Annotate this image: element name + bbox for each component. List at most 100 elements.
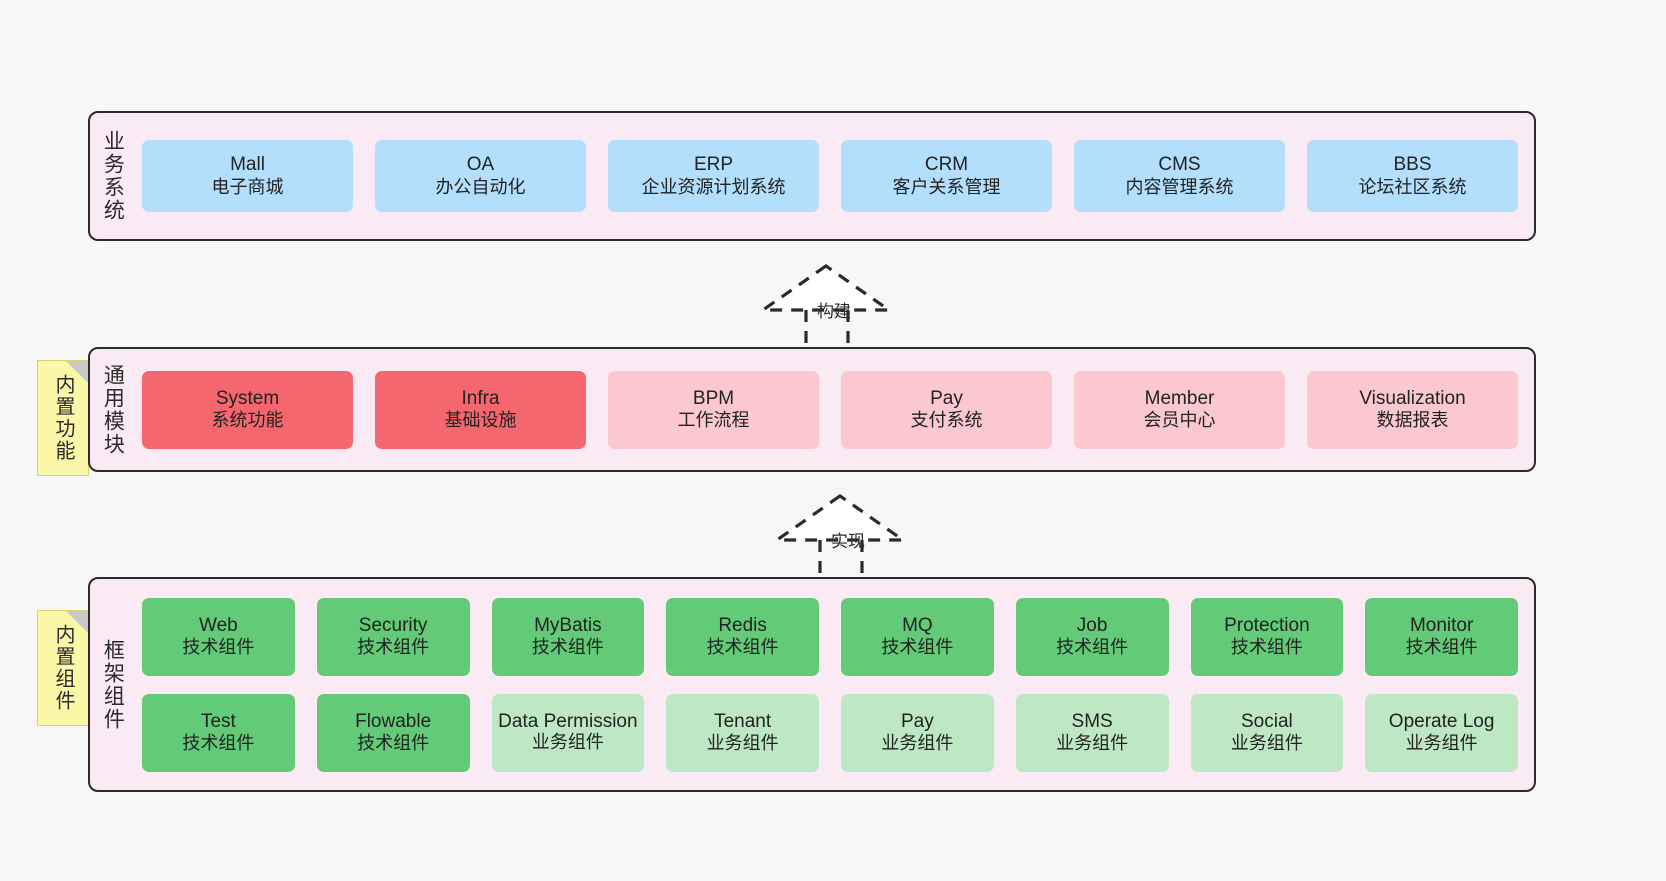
card-title-cn: 客户关系管理 bbox=[892, 176, 1001, 197]
card-row: Web 技术组件 Security 技术组件 MyBatis 技术组件 Redi… bbox=[142, 597, 1518, 676]
card-title-cn: 技术组件 bbox=[357, 637, 430, 658]
card-pay[interactable]: Pay 支付系统 bbox=[841, 370, 1052, 449]
card-title-en: BBS bbox=[1393, 154, 1432, 176]
card-title-en: Member bbox=[1144, 387, 1215, 409]
card-title-en: System bbox=[215, 387, 280, 409]
card-web[interactable]: Web 技术组件 bbox=[142, 597, 295, 676]
card-title-en: Pay bbox=[901, 710, 934, 732]
card-title-cn: 支付系统 bbox=[910, 410, 983, 431]
card-cms[interactable]: CMS 内容管理系统 bbox=[1074, 140, 1285, 212]
card-mq[interactable]: MQ 技术组件 bbox=[841, 597, 994, 676]
card-title-en: CMS bbox=[1158, 154, 1201, 176]
card-title-cn: 技术组件 bbox=[357, 733, 430, 754]
card-title-en: Data Permission bbox=[498, 710, 638, 732]
card-title-cn: 技术组件 bbox=[1405, 637, 1478, 658]
card-title-cn: 业务组件 bbox=[531, 732, 604, 753]
card-infra[interactable]: Infra 基础设施 bbox=[375, 370, 586, 449]
card-title-en: MQ bbox=[902, 614, 933, 636]
card-mall[interactable]: Mall 电子商城 bbox=[142, 140, 353, 212]
connector-label-implement: 实现 bbox=[831, 532, 865, 551]
layer-common-module: 通用模块 System 系统功能 Infra 基础设施 BPM 工作流程 Pay… bbox=[88, 347, 1536, 472]
card-bbs[interactable]: BBS 论坛社区系统 bbox=[1307, 140, 1518, 212]
card-title-en: Flowable bbox=[355, 710, 432, 732]
card-security[interactable]: Security 技术组件 bbox=[316, 597, 470, 676]
card-title-cn: 业务组件 bbox=[1230, 733, 1303, 754]
card-title-cn: 会员中心 bbox=[1143, 410, 1216, 431]
layer-body-framework-component: Web 技术组件 Security 技术组件 MyBatis 技术组件 Redi… bbox=[134, 579, 1534, 790]
card-title-en: CRM bbox=[924, 154, 969, 176]
card-oa[interactable]: OA 办公自动化 bbox=[375, 140, 586, 212]
folded-corner-icon bbox=[66, 611, 88, 633]
card-title-cn: 内容管理系统 bbox=[1125, 176, 1234, 197]
card-title-en: Web bbox=[199, 614, 238, 636]
card-crm[interactable]: CRM 客户关系管理 bbox=[841, 140, 1052, 212]
generalization-arrow-icon bbox=[757, 264, 895, 348]
card-visualization[interactable]: Visualization 数据报表 bbox=[1307, 370, 1518, 449]
sticky-note-builtin-component: 内置组件 bbox=[37, 610, 89, 726]
layer-title-business-system: 业务系统 bbox=[101, 130, 125, 222]
card-title-en: Protection bbox=[1224, 614, 1310, 636]
card-flowable[interactable]: Flowable 技术组件 bbox=[316, 693, 470, 772]
card-protection[interactable]: Protection 技术组件 bbox=[1190, 597, 1344, 676]
generalization-arrow-icon bbox=[771, 494, 909, 578]
card-erp[interactable]: ERP 企业资源计划系统 bbox=[608, 140, 819, 212]
card-system[interactable]: System 系统功能 bbox=[142, 370, 353, 449]
card-tenant[interactable]: Tenant 业务组件 bbox=[666, 693, 819, 772]
card-mybatis[interactable]: MyBatis 技术组件 bbox=[491, 597, 645, 676]
card-pay-business[interactable]: Pay 业务组件 bbox=[841, 693, 994, 772]
card-title-cn: 系统功能 bbox=[211, 410, 284, 431]
card-test[interactable]: Test 技术组件 bbox=[142, 693, 295, 772]
card-title-cn: 技术组件 bbox=[182, 733, 255, 754]
card-title-cn: 业务组件 bbox=[1056, 733, 1129, 754]
card-title-en: Security bbox=[358, 614, 428, 636]
card-title-en: BPM bbox=[692, 387, 735, 409]
card-title-en: Infra bbox=[461, 387, 500, 409]
card-title-cn: 工作流程 bbox=[677, 410, 750, 431]
layer-title-common-module: 通用模块 bbox=[101, 363, 125, 456]
card-social[interactable]: Social 业务组件 bbox=[1190, 693, 1344, 772]
connector-build bbox=[757, 263, 900, 348]
layer-title-framework-component: 框架组件 bbox=[101, 638, 125, 731]
card-title-en: Redis bbox=[718, 614, 767, 636]
card-row: Mall 电子商城 OA 办公自动化 ERP 企业资源计划系统 CRM 客户关系… bbox=[142, 140, 1518, 212]
card-title-cn: 技术组件 bbox=[1056, 637, 1129, 658]
card-row: System 系统功能 Infra 基础设施 BPM 工作流程 Pay 支付系统… bbox=[142, 370, 1518, 449]
card-data-permission[interactable]: Data Permission 业务组件 bbox=[491, 693, 645, 772]
folded-corner-icon bbox=[66, 361, 88, 383]
card-title-cn: 业务组件 bbox=[881, 733, 954, 754]
card-title-en: Visualization bbox=[1359, 387, 1466, 409]
card-title-cn: 技术组件 bbox=[182, 637, 255, 658]
card-title-en: Monitor bbox=[1409, 614, 1474, 636]
card-job[interactable]: Job 技术组件 bbox=[1015, 597, 1169, 676]
card-bpm[interactable]: BPM 工作流程 bbox=[608, 370, 819, 449]
layer-body-business-system: Mall 电子商城 OA 办公自动化 ERP 企业资源计划系统 CRM 客户关系… bbox=[134, 113, 1534, 239]
layer-business-system: 业务系统 Mall 电子商城 OA 办公自动化 ERP 企业资源计划系统 CRM… bbox=[88, 111, 1536, 241]
card-title-cn: 电子商城 bbox=[211, 176, 284, 197]
card-title-cn: 数据报表 bbox=[1376, 410, 1449, 431]
card-title-en: MyBatis bbox=[534, 614, 602, 636]
card-title-cn: 论坛社区系统 bbox=[1358, 176, 1467, 197]
card-title-en: Social bbox=[1241, 710, 1293, 732]
card-title-cn: 技术组件 bbox=[1230, 637, 1303, 658]
card-member[interactable]: Member 会员中心 bbox=[1074, 370, 1285, 449]
sticky-note-label: 内置组件 bbox=[52, 624, 74, 712]
card-title-cn: 业务组件 bbox=[1405, 733, 1478, 754]
card-title-en: Tenant bbox=[714, 710, 772, 732]
layer-body-common-module: System 系统功能 Infra 基础设施 BPM 工作流程 Pay 支付系统… bbox=[134, 349, 1534, 470]
card-operate-log[interactable]: Operate Log 业务组件 bbox=[1365, 693, 1518, 772]
card-title-cn: 技术组件 bbox=[531, 637, 604, 658]
sticky-note-label: 内置功能 bbox=[52, 374, 74, 462]
card-sms[interactable]: SMS 业务组件 bbox=[1015, 693, 1169, 772]
card-title-en: Pay bbox=[930, 387, 963, 409]
card-title-cn: 办公自动化 bbox=[435, 176, 526, 197]
card-title-cn: 企业资源计划系统 bbox=[641, 176, 786, 197]
card-title-en: ERP bbox=[693, 154, 734, 176]
card-title-en: Operate Log bbox=[1388, 710, 1495, 732]
connector-label-build: 构建 bbox=[817, 302, 851, 321]
card-row: Test 技术组件 Flowable 技术组件 Data Permission … bbox=[142, 693, 1518, 772]
card-redis[interactable]: Redis 技术组件 bbox=[666, 597, 819, 676]
card-title-cn: 技术组件 bbox=[706, 637, 779, 658]
card-monitor[interactable]: Monitor 技术组件 bbox=[1365, 597, 1518, 676]
card-title-en: OA bbox=[466, 154, 495, 176]
